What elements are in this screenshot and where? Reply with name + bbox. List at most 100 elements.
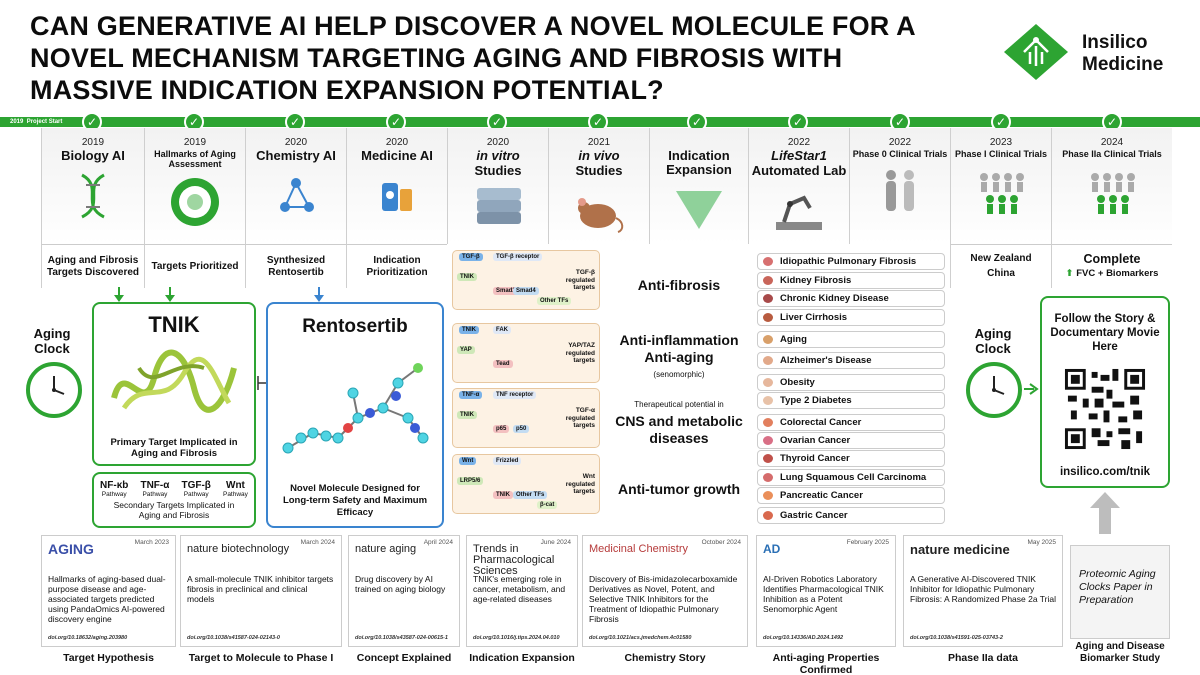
paper-date: March 2024	[300, 539, 335, 546]
funnel-arrow-icon	[670, 181, 728, 239]
rentosertib-caption: Novel Molecule Designed for Long-term Sa…	[282, 483, 428, 518]
mechanism-title-block: Anti-fibrosis	[604, 277, 754, 294]
paper-doi[interactable]: doi.org/10.1021/acs.jmedchem.4c01580	[589, 635, 692, 641]
pathway-chip: Frizzled	[493, 457, 522, 465]
page-title: CAN GENERATIVE AI HELP DISCOVER A NOVEL …	[30, 11, 915, 105]
milestone-name-2: Studies	[575, 163, 623, 178]
connector-arrows	[114, 287, 324, 302]
milestone-name: Hallmarks of Aging Assessment	[154, 149, 236, 169]
journal-logo: Medicinal Chemistry	[589, 543, 689, 555]
story-url[interactable]: insilico.com/tnik	[1059, 466, 1151, 478]
paper-date: October 2024	[701, 539, 741, 546]
cell-plates-icon	[469, 182, 527, 240]
tnik-box: TNIK Primary Target Implicated in Aging …	[92, 302, 256, 466]
paper-doi[interactable]: doi.org/10.1016/j.tips.2024.04.010	[473, 635, 560, 641]
paper-doi[interactable]: doi.org/10.1038/s43587-024-00615-1	[355, 635, 448, 641]
rentosertib-box: Rentosertib Novel Molecule Designed for …	[266, 302, 444, 528]
paper-doi[interactable]: doi.org/10.14336/AD.2024.1492	[763, 635, 844, 641]
paper-card[interactable]: Proteomic Aging Clocks Paper in Preparat…	[1070, 545, 1170, 639]
paper-doi[interactable]: doi.org/10.1038/s41591-025-03743-2	[910, 635, 1003, 641]
paper-date: May 2025	[1027, 539, 1056, 546]
paper-doi[interactable]: doi.org/10.1038/s41587-024-02143-0	[187, 635, 280, 641]
paper-caption: Concept Explained	[356, 652, 452, 664]
tnik-caption: Primary Target Implicated in Aging and F…	[110, 437, 238, 459]
milestone-result-text-2: China	[987, 268, 1015, 279]
aging-clock-left-label: Aging Clock	[33, 326, 71, 356]
people-group-icon	[972, 163, 1030, 221]
paper-text: Drug discovery by AI trained on aging bi…	[355, 574, 446, 594]
indication-item: Lung Squamous Cell Carcinoma	[757, 469, 945, 486]
mechanism-title: Anti-fibrosis	[637, 277, 721, 293]
paper-doi[interactable]: doi.org/10.18632/aging.203980	[48, 635, 128, 641]
clock-left-icon	[26, 362, 82, 418]
organ-icon	[763, 511, 773, 520]
milestone-7: Indication Expansion	[649, 128, 748, 244]
milestone-year: 2021	[587, 137, 611, 148]
secondary-caption: Secondary Targets Implicated in Aging an…	[113, 500, 235, 520]
clock-right-icon	[966, 362, 1022, 418]
pathway-name: TNF-α	[140, 480, 170, 491]
organ-icon	[763, 276, 773, 285]
aging-clock-right-label: Aging Clock	[974, 326, 1012, 356]
organ-icon	[763, 454, 773, 463]
milestone-result-text: Complete	[1083, 252, 1141, 266]
indication-item: Colorectal Cancer	[757, 414, 945, 431]
milestone-name: Phase I Clinical Trials	[954, 149, 1048, 159]
organ-icon	[763, 473, 773, 482]
story-box[interactable]: Follow the Story & Documentary Movie Her…	[1040, 296, 1170, 488]
milestone-year: 2022	[888, 137, 912, 148]
paper-caption: Target Hypothesis	[63, 652, 154, 664]
milestone-name: in vivo	[578, 148, 620, 163]
pathway-chip: p65	[493, 425, 510, 433]
pathway-sub: Pathway	[222, 491, 248, 498]
milestone-name: Chemistry AI	[256, 148, 336, 163]
hallmarks-wheel-icon	[166, 173, 224, 231]
regulated-targets: YAP/TAZ regulated targets	[565, 342, 595, 364]
people-group-icon	[1083, 163, 1141, 221]
pathway-sub: Pathway	[142, 491, 168, 498]
milestone-result: Indication Prioritization	[346, 244, 447, 288]
pathway-sub: Pathway	[101, 491, 127, 498]
robot-lab-icon	[770, 182, 828, 240]
indication-label: Idiopathic Pulmonary Fibrosis	[780, 256, 917, 267]
pathway-name: TGF-β	[181, 480, 211, 491]
mechanism-title: Anti-tumor growth	[617, 481, 741, 497]
organ-icon	[763, 313, 773, 322]
paper-caption: Indication Expansion	[469, 652, 575, 664]
pathway-chip: Smad2/3	[493, 287, 524, 295]
qr-code-icon[interactable]	[1062, 366, 1148, 452]
human-figures-icon	[871, 163, 929, 221]
insilico-logo-icon	[1004, 24, 1068, 80]
organ-icon	[763, 418, 773, 427]
indication-label: Liver Cirrhosis	[780, 312, 848, 323]
milestone-name: Medicine AI	[361, 148, 433, 163]
organ-icon	[763, 436, 773, 445]
indication-item: Aging	[757, 331, 945, 348]
logo-text: Insilico Medicine	[1082, 32, 1164, 75]
milestone-name: in vitro	[476, 148, 520, 163]
pathway-chip: TGF-β receptor	[493, 253, 543, 261]
pathway-chip: Other TFs	[537, 297, 572, 305]
timeline-start: 2019 Project Start	[10, 119, 63, 125]
journal-logo: nature aging	[355, 543, 417, 555]
indication-item: Liver Cirrhosis	[757, 309, 945, 326]
protein-structure-icon	[111, 349, 237, 413]
milestone-result: Synthesized Rentosertib	[245, 244, 346, 288]
paper-date: June 2024	[540, 539, 571, 546]
milestone-year: 2019	[81, 137, 105, 148]
mechanism-title: CNS and metabolic	[615, 413, 743, 429]
journal-logo: AD	[763, 542, 781, 556]
